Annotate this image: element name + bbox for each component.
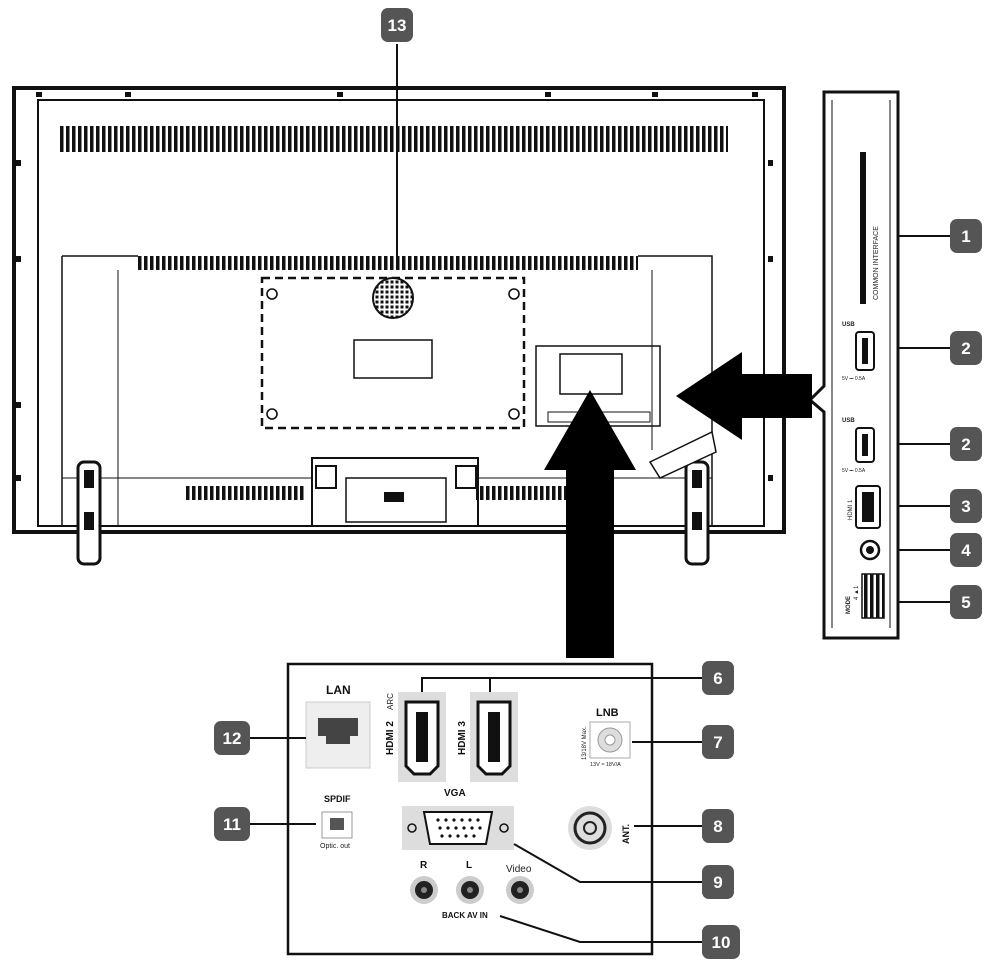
svg-text:HDMI 1: HDMI 1 xyxy=(848,499,854,520)
audio-r-jack[interactable] xyxy=(410,876,438,904)
audio-l-label: L xyxy=(466,860,472,871)
rear-panel-outline xyxy=(286,662,654,956)
svg-text:6: 6 xyxy=(713,669,722,688)
callout-11: 11 xyxy=(214,807,250,841)
svg-text:5V ⎓ 0.5A: 5V ⎓ 0.5A xyxy=(842,376,866,382)
arrow-left-to-side-panel xyxy=(676,352,812,440)
audio-r-label: R xyxy=(420,860,428,871)
svg-text:3: 3 xyxy=(961,497,970,516)
lnb-spec-label: 13V ≈ 18V/A xyxy=(590,762,621,768)
callout-2-bottom: 2 xyxy=(950,427,982,461)
hdmi1-port[interactable]: HDMI 1 xyxy=(848,485,881,529)
svg-text:2: 2 xyxy=(961,435,970,454)
leader-lines xyxy=(250,44,950,943)
hdmi2-port[interactable] xyxy=(398,692,446,782)
callout-badges: 13 1 2 2 3 4 5 6 xyxy=(214,8,982,959)
svg-text:5V ⎓ 0.5A: 5V ⎓ 0.5A xyxy=(842,468,866,474)
headphone-jack[interactable] xyxy=(859,539,881,561)
svg-text:7: 7 xyxy=(713,733,722,752)
antenna-port[interactable] xyxy=(568,806,612,850)
svg-text:1: 1 xyxy=(961,227,970,246)
callout-13: 13 xyxy=(381,8,413,42)
ci-slot-label: COMMON INTERFACE xyxy=(873,226,880,300)
usb-port-bottom[interactable]: USB 5V ⎓ 0.5A xyxy=(842,418,875,474)
lnb-port[interactable] xyxy=(589,721,631,759)
stand-bracket xyxy=(311,457,479,527)
vga-port[interactable] xyxy=(402,806,514,850)
ant-label: ANT. xyxy=(621,824,631,844)
hdmi3-label: HDMI 3 xyxy=(457,721,468,755)
callout-3: 3 xyxy=(950,489,982,523)
ci-slot[interactable] xyxy=(860,152,866,304)
hdmi3-port[interactable] xyxy=(470,692,518,782)
top-vent-grille xyxy=(58,126,728,152)
hdmi2-label: HDMI 2 xyxy=(385,721,396,755)
lan-label: LAN xyxy=(326,683,351,697)
callout-1: 1 xyxy=(950,219,982,253)
video-label: Video xyxy=(506,864,532,875)
middle-vent-grille xyxy=(138,256,638,270)
lan-port[interactable] xyxy=(305,701,371,769)
spdif-sub-label: Optic. out xyxy=(320,843,350,850)
tv-outer-frame xyxy=(12,86,786,534)
hdmi2-arc-label: ARC xyxy=(386,693,395,710)
svg-text:12: 12 xyxy=(223,729,242,748)
svg-text:13: 13 xyxy=(388,16,407,35)
callout-6: 6 xyxy=(702,661,734,695)
callout-9: 9 xyxy=(702,865,734,899)
side-panel-outline xyxy=(807,90,900,640)
svg-text:MODE: MODE xyxy=(846,596,852,614)
audio-l-jack[interactable] xyxy=(456,876,484,904)
spdif-label: SPDIF xyxy=(324,794,351,804)
back-av-in-label: BACK AV IN xyxy=(442,911,488,920)
tv-back-view xyxy=(12,86,786,566)
svg-text:9: 9 xyxy=(713,873,722,892)
vga-label: VGA xyxy=(444,788,466,799)
rear-connector-panel: LAN HDMI 2 ARC HDMI 3 LNB 13/18V Max. 13… xyxy=(286,662,654,956)
callout-7: 7 xyxy=(702,725,734,759)
lnb-voltage-label: 13/18V Max. xyxy=(582,726,588,760)
callout-10: 10 xyxy=(702,925,740,959)
callout-4: 4 xyxy=(950,533,982,567)
svg-text:4: 4 xyxy=(961,541,971,560)
svg-text:2: 2 xyxy=(961,339,970,358)
frame-screws xyxy=(16,92,773,481)
spdif-port[interactable] xyxy=(321,811,353,839)
svg-text:5: 5 xyxy=(961,593,970,612)
bottom-vent-left xyxy=(186,486,306,500)
cable-clip xyxy=(648,430,717,479)
svg-text:8: 8 xyxy=(713,817,722,836)
svg-text:11: 11 xyxy=(223,815,241,834)
video-jack[interactable] xyxy=(506,876,534,904)
mode-switch[interactable]: MODE 4 ▲1 xyxy=(846,573,885,619)
svg-text:USB: USB xyxy=(842,418,855,424)
arrow-up-to-rear-connectors xyxy=(544,390,636,658)
svg-text:USB: USB xyxy=(842,322,855,328)
left-foot xyxy=(76,460,102,566)
usb-port-top[interactable]: USB 5V ⎓ 0.5A xyxy=(842,322,875,382)
label-plate xyxy=(353,339,433,379)
callout-5: 5 xyxy=(950,585,982,619)
svg-text:4 ▲1: 4 ▲1 xyxy=(854,585,860,600)
svg-text:10: 10 xyxy=(712,933,731,952)
callout-12: 12 xyxy=(214,721,250,755)
callout-8: 8 xyxy=(702,809,734,843)
right-foot xyxy=(684,460,710,566)
callout-2-top: 2 xyxy=(950,331,982,365)
side-panel: COMMON INTERFACE USB 5V ⎓ 0.5A USB 5V ⎓ … xyxy=(807,90,900,640)
speaker-grille xyxy=(372,277,414,319)
vesa-screw-holes xyxy=(266,288,520,420)
lnb-label: LNB xyxy=(596,707,619,719)
